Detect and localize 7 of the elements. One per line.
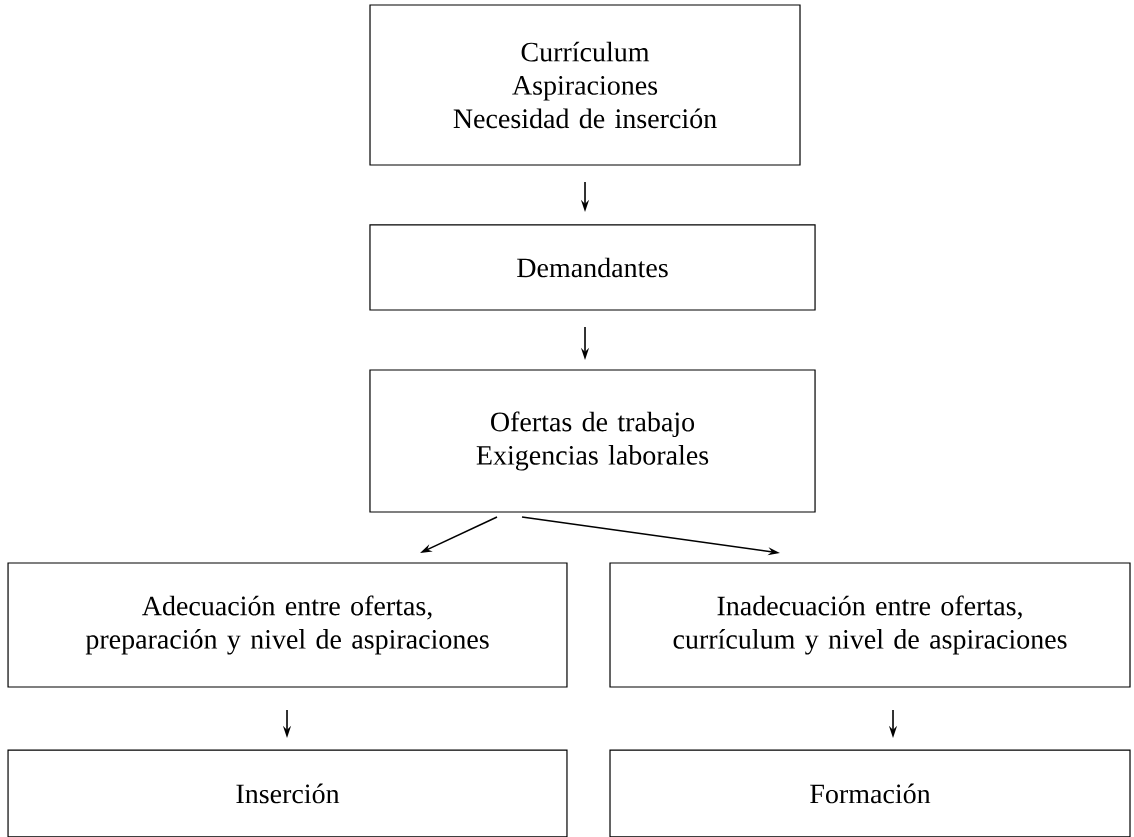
process-box: Formación: [609, 749, 1131, 837]
process-box: Demandantes: [369, 224, 816, 311]
process-box: Inadecuación entre ofertas, currículum y nivel de aspiraciones: [609, 562, 1131, 688]
process-box: Ofertas de trabajo Exigencias laborales: [369, 369, 816, 513]
process-box: Inserción: [7, 749, 568, 837]
process-box: Adecuación entre ofertas, preparación y nivel de aspiraciones: [7, 562, 568, 688]
process-box: Currículum Aspiraciones Necesidad de inserción: [369, 4, 801, 166]
